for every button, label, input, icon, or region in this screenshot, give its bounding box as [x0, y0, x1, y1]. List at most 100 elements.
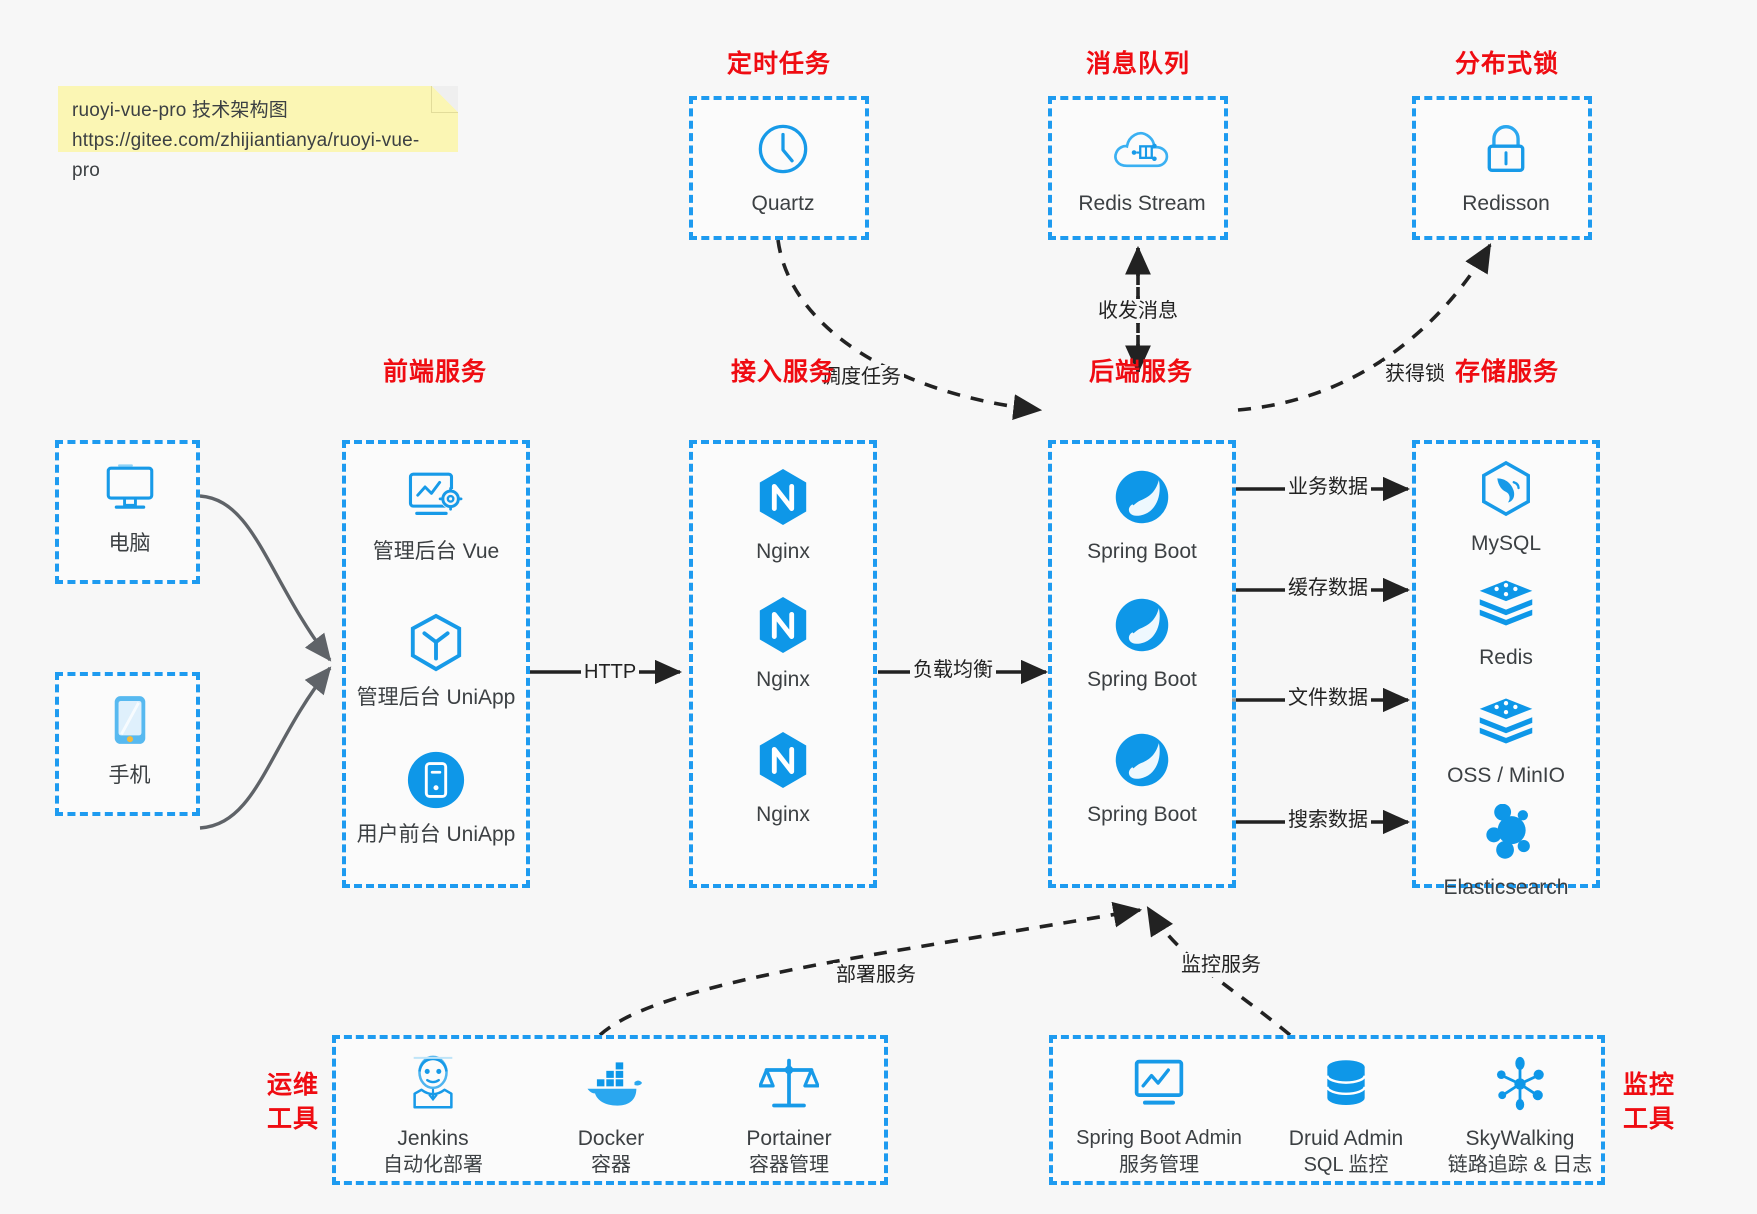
jenkins-butler-icon [404, 1053, 462, 1115]
lock-icon [1480, 118, 1532, 180]
node-label: 手机 [108, 764, 151, 787]
scales-icon [759, 1053, 819, 1115]
node-label: Jenkins [397, 1127, 469, 1150]
group-client-mobile: 手机 [55, 672, 200, 816]
node-sublabel: 容器管理 [749, 1154, 829, 1176]
group-title-backend: 后端服务 [1088, 358, 1193, 386]
node-spring-boot-1[interactable]: Spring Boot [1057, 466, 1227, 565]
group-mq: Redis Stream [1048, 96, 1228, 240]
node-oss-minio[interactable]: OSS / MinIO [1421, 690, 1591, 789]
edge-label-acquire-lock: 获得锁 [1382, 362, 1448, 386]
group-frontend: 管理后台 Vue 管理后台 UniApp 用户前台 [342, 440, 530, 888]
group-title-monitor: 监控 工具 [1614, 1068, 1684, 1136]
node-redis-stream[interactable]: Redis Stream [1057, 118, 1227, 217]
node-skywalking[interactable]: SkyWalking 链路追踪 & 日志 [1431, 1053, 1609, 1179]
node-spring-boot-admin[interactable]: Spring Boot Admin 服务管理 [1061, 1053, 1257, 1179]
group-devops: Jenkins 自动化部署 Docker 容器 [332, 1035, 888, 1185]
group-client-desktop: 电脑 [55, 440, 200, 584]
edge-label-cache-data: 缓存数据 [1285, 576, 1371, 600]
clock-icon [754, 118, 812, 180]
group-title-gateway: 接入服务 [730, 358, 835, 386]
mobile-circle-icon [405, 749, 467, 811]
node-sublabel: 链路追踪 & 日志 [1447, 1154, 1593, 1176]
node-quartz[interactable]: Quartz [698, 118, 868, 217]
node-user-uniapp[interactable]: 用户前台 UniApp [351, 749, 521, 848]
node-sublabel: 容器 [591, 1154, 631, 1176]
node-label: 用户前台 UniApp [356, 823, 516, 846]
mysql-dolphin-icon [1477, 458, 1535, 520]
mobile-icon [109, 690, 151, 752]
monitor-chart-icon [1130, 1053, 1188, 1115]
node-label: Nginx [756, 803, 810, 826]
node-label: Druid Admin [1288, 1127, 1404, 1150]
group-title-storage: 存储服务 [1454, 358, 1559, 386]
edge-label-load-balance: 负载均衡 [910, 658, 996, 682]
group-title-mq: 消息队列 [1085, 50, 1190, 78]
redis-stack-icon [1476, 690, 1536, 752]
nginx-icon [754, 594, 812, 656]
node-label: 管理后台 Vue [372, 540, 500, 563]
node-sublabel: SQL 监控 [1303, 1154, 1389, 1176]
node-label: 管理后台 UniApp [356, 686, 516, 709]
node-nginx-1[interactable]: Nginx [698, 466, 868, 565]
node-label: Redisson [1462, 192, 1550, 215]
node-nginx-2[interactable]: Nginx [698, 594, 868, 693]
node-redis[interactable]: Redis [1421, 572, 1591, 671]
nginx-icon [754, 466, 812, 528]
group-storage: MySQL Redis [1412, 440, 1600, 899]
group-monitor: Spring Boot Admin 服务管理 Druid Admin SQL 监… [1049, 1035, 1605, 1185]
edge-label-http: HTTP [581, 660, 640, 684]
node-sublabel: 自动化部署 [383, 1154, 483, 1176]
node-admin-uniapp[interactable]: 管理后台 UniApp [351, 612, 521, 711]
edge-label-business-data: 业务数据 [1285, 475, 1371, 499]
node-label: Docker [577, 1127, 645, 1150]
dashboard-gear-icon [405, 466, 467, 528]
diagram-note: ruoyi-vue-pro 技术架构图 https://gitee.com/zh… [58, 86, 458, 181]
node-sublabel: 服务管理 [1119, 1154, 1199, 1176]
nginx-icon [754, 729, 812, 791]
spring-leaf-icon [1112, 729, 1172, 791]
node-label: Portainer [746, 1127, 832, 1150]
node-label: SkyWalking [1465, 1127, 1575, 1150]
docker-whale-icon [580, 1053, 642, 1115]
node-mysql[interactable]: MySQL [1421, 458, 1591, 557]
node-label: OSS / MinIO [1447, 764, 1565, 787]
edge-label-monitor-service: 监控服务 [1178, 953, 1264, 977]
node-label: MySQL [1470, 532, 1541, 555]
node-elasticsearch[interactable]: Elasticsearch [1421, 802, 1591, 901]
node-label: Spring Boot [1087, 803, 1197, 826]
note-fold-icon [431, 86, 458, 113]
edge-label-search-data: 搜索数据 [1285, 808, 1371, 832]
group-title-frontend: 前端服务 [382, 358, 487, 386]
node-mobile[interactable]: 手机 [47, 690, 212, 789]
cloud-stream-icon [1111, 118, 1173, 180]
node-label: Redis [1479, 646, 1533, 669]
node-spring-boot-3[interactable]: Spring Boot [1057, 729, 1227, 828]
node-redisson[interactable]: Redisson [1421, 118, 1591, 217]
node-label: Spring Boot [1087, 540, 1197, 563]
group-title-devops: 运维 工具 [258, 1068, 328, 1136]
node-portainer[interactable]: Portainer 容器管理 [704, 1053, 874, 1179]
node-druid-admin[interactable]: Druid Admin SQL 监控 [1261, 1053, 1431, 1179]
group-title-monitor-line2: 工具 [1622, 1105, 1675, 1133]
group-lock: Redisson [1412, 96, 1592, 240]
node-desktop[interactable]: 电脑 [47, 458, 212, 557]
node-spring-boot-2[interactable]: Spring Boot [1057, 594, 1227, 693]
group-title-lock: 分布式锁 [1454, 50, 1559, 78]
group-title-devops-line2: 工具 [266, 1105, 319, 1133]
group-title-monitor-line1: 监控 [1622, 1071, 1675, 1099]
group-backend: Spring Boot Spring Boot Spring Boot [1048, 440, 1236, 888]
spring-leaf-icon [1112, 594, 1172, 656]
node-nginx-3[interactable]: Nginx [698, 729, 868, 828]
note-line-2: https://gitee.com/zhijiantianya/ruoyi-vu… [72, 130, 420, 181]
desktop-icon [101, 458, 159, 520]
group-gateway: Nginx Nginx Nginx [689, 440, 877, 888]
group-scheduler: Quartz [689, 96, 869, 240]
node-jenkins[interactable]: Jenkins 自动化部署 [348, 1053, 518, 1179]
node-docker[interactable]: Docker 容器 [526, 1053, 696, 1179]
node-label: Spring Boot Admin [1076, 1127, 1242, 1149]
node-label: Spring Boot [1087, 668, 1197, 691]
edge-label-deploy-service: 部署服务 [833, 963, 919, 987]
node-admin-vue[interactable]: 管理后台 Vue [351, 466, 521, 565]
node-label: Elasticsearch [1443, 876, 1569, 899]
